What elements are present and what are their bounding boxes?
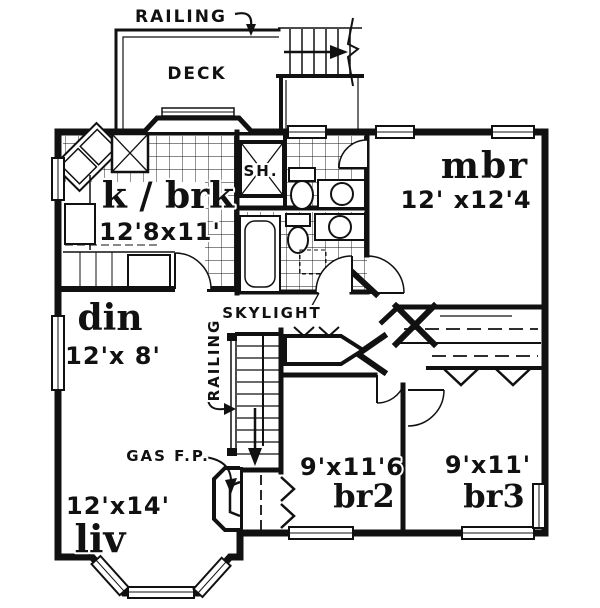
- deck-label: DECK: [167, 64, 226, 84]
- exterior-stairs: [276, 17, 364, 134]
- br3-dims: 9'x11': [445, 451, 531, 479]
- skylight-label: SKYLIGHT: [222, 304, 322, 322]
- window-br2-bottom: [288, 526, 354, 540]
- gas-fireplace: [212, 466, 241, 532]
- window-kitchen-left: [51, 157, 65, 201]
- bathtub: [239, 215, 281, 293]
- ensuite-bath: [288, 139, 368, 210]
- dishwasher: [127, 254, 171, 288]
- mbr-closet: [378, 303, 544, 344]
- window-dining-left: [51, 315, 65, 391]
- linen-closet: [283, 326, 367, 366]
- deck: [114, 28, 281, 134]
- outer-walls: [54, 107, 549, 597]
- mbr-name: mbr: [441, 145, 529, 187]
- shower: [238, 140, 286, 198]
- deck-railing-label: RAILING: [135, 7, 227, 27]
- kitchen-name: k / brk: [102, 175, 235, 217]
- window-br3-right: [532, 483, 546, 529]
- window-mbr-top-2: [491, 125, 535, 139]
- dining-name: din: [77, 297, 142, 339]
- br2-dims: 9'x11'6: [300, 453, 404, 481]
- bay-window-right: [192, 556, 232, 599]
- main-bath: [239, 213, 366, 293]
- main-bath-door: [315, 255, 353, 293]
- vanity-sink: [317, 179, 366, 209]
- mbr-door: [366, 255, 405, 294]
- bay-window-center: [127, 586, 195, 599]
- labels: RAILING DECK k / brk 12'8x11' SH. mbr 12…: [63, 5, 532, 563]
- hall-closet: [426, 355, 543, 387]
- kitchen-fixtures: [52, 121, 212, 290]
- gas-fireplace-label: GAS F.P.: [126, 447, 210, 465]
- corner-sink: [52, 121, 124, 193]
- skylight-leader: [308, 292, 320, 312]
- pantry-door: [174, 252, 212, 290]
- bay-window-left: [90, 554, 130, 597]
- gas-fireplace-leader: [203, 456, 237, 494]
- window-bath-top: [287, 125, 327, 139]
- windows: [51, 125, 546, 599]
- deck-railing-arrow: [234, 12, 256, 36]
- refrigerator: [64, 203, 96, 245]
- stair-down-arrow: [248, 408, 262, 466]
- toilet: [288, 167, 316, 210]
- vanity-sink: [314, 213, 366, 241]
- window-br3-bottom: [461, 526, 535, 540]
- stair-railing: [227, 333, 237, 456]
- mbr-dims: 12' x12'4: [400, 186, 531, 214]
- living-dims: 12'x14': [66, 492, 170, 520]
- br2-name: br2: [333, 477, 395, 515]
- dining-dims: 12'x 8': [65, 342, 161, 370]
- window-mbr-top-1: [375, 125, 415, 139]
- interior-stairs: [227, 333, 279, 466]
- living-name: liv: [75, 516, 128, 561]
- br2-door: [376, 375, 405, 404]
- ensuite-door: [338, 139, 368, 169]
- skylight-outline-dashed: [299, 249, 327, 275]
- kitchen-dims: 12'8x11': [99, 218, 221, 246]
- stove: [110, 132, 150, 174]
- stair-railing-arrow: [206, 395, 236, 415]
- shower-label: SH.: [243, 162, 278, 180]
- stair-direction-arrow: [284, 45, 348, 59]
- stair-railing-label: RAILING: [205, 319, 223, 402]
- br3-door: [407, 389, 445, 427]
- br2-closet: [260, 475, 296, 530]
- stair-break-line: [346, 17, 360, 87]
- br3-name: br3: [463, 477, 525, 515]
- toilet: [285, 213, 311, 254]
